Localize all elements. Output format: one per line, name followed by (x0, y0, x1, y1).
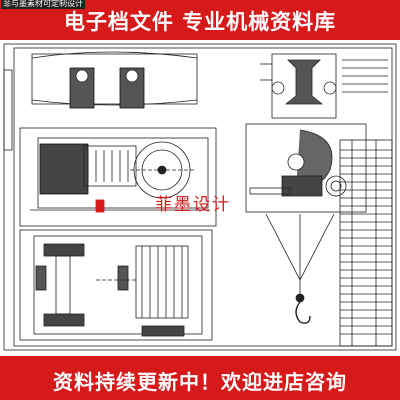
bottom-banner-text: 资料持续更新中！欢迎进店咨询 (53, 370, 347, 394)
engineering-drawing (3, 43, 397, 351)
rail-section-view (260, 53, 337, 119)
parts-list-table (339, 139, 393, 347)
trolley-top-view (31, 51, 198, 109)
side-title-strip (3, 69, 13, 151)
hoist-front-view (19, 127, 217, 227)
motor-plan-view (19, 229, 213, 341)
top-banner: 电子档文件 专业机械资料库 菲与墨素材可定制设计 (0, 0, 400, 40)
banner-title: 电子档文件 专业机械资料库 (63, 10, 337, 34)
watermark-text: 菲墨设计 (155, 195, 231, 215)
notes-block (342, 59, 388, 93)
drawing-frame (3, 43, 397, 351)
bottom-banner: 资料持续更新中！欢迎进店咨询 (0, 356, 400, 400)
banner-caption: 菲与墨素材可定制设计 (1, 0, 85, 9)
hoist-side-view (245, 123, 367, 324)
